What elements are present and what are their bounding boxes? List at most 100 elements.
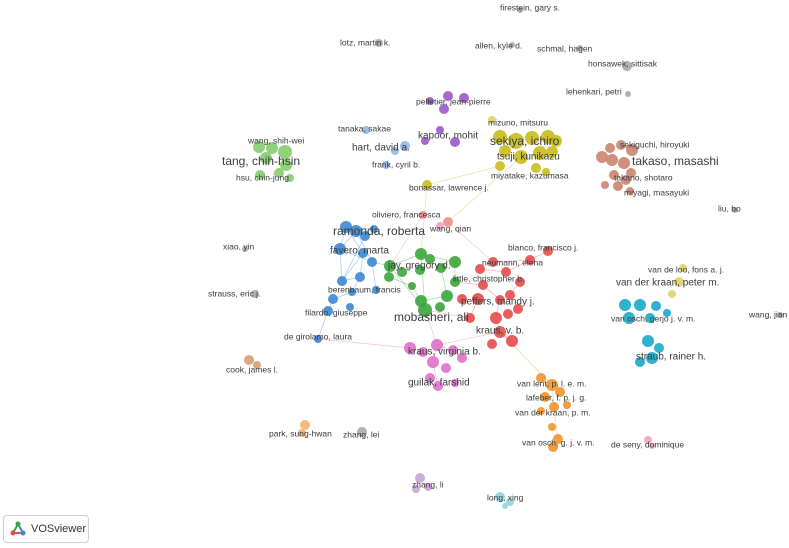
author-label-guilak[interactable]: guilak, farshid bbox=[408, 378, 470, 389]
network-node[interactable] bbox=[274, 168, 284, 178]
network-node[interactable] bbox=[375, 39, 383, 47]
network-node[interactable] bbox=[355, 272, 365, 282]
author-label-miyagi[interactable]: miyagi, masayuki bbox=[624, 187, 689, 197]
network-node[interactable] bbox=[457, 294, 467, 304]
network-node[interactable] bbox=[649, 443, 655, 449]
author-label-lotz[interactable]: lotz, martin k. bbox=[340, 37, 391, 47]
author-label-hsu[interactable]: hsu, chin-jung bbox=[236, 172, 289, 182]
author-label-park[interactable]: park, sung-hwan bbox=[269, 428, 332, 438]
network-node[interactable] bbox=[654, 343, 664, 353]
network-node[interactable] bbox=[465, 313, 475, 323]
author-label-mobasheri[interactable]: mobasheri, ali bbox=[394, 310, 469, 324]
network-node[interactable] bbox=[645, 313, 655, 323]
network-node[interactable] bbox=[622, 61, 632, 71]
network-node[interactable] bbox=[668, 290, 676, 298]
network-node[interactable] bbox=[621, 175, 631, 185]
network-node[interactable] bbox=[415, 473, 425, 483]
network-node[interactable] bbox=[451, 379, 459, 387]
author-label-strauss[interactable]: strauss, eric j. bbox=[208, 288, 260, 298]
network-node[interactable] bbox=[605, 143, 615, 153]
network-node[interactable] bbox=[424, 483, 432, 491]
network-node[interactable] bbox=[513, 304, 523, 314]
network-node[interactable] bbox=[501, 267, 511, 277]
network-node[interactable] bbox=[618, 157, 630, 169]
network-node[interactable] bbox=[334, 243, 346, 255]
network-node[interactable] bbox=[536, 373, 546, 383]
network-node[interactable] bbox=[490, 312, 502, 324]
network-node[interactable] bbox=[505, 290, 515, 300]
author-label-little[interactable]: little, christopher b. bbox=[453, 273, 524, 283]
network-node[interactable] bbox=[515, 277, 525, 287]
author-label-berenbaum[interactable]: berenbaum, francis bbox=[328, 284, 401, 294]
network-node[interactable] bbox=[601, 181, 609, 189]
author-label-wang-jian[interactable]: wang, jian bbox=[748, 309, 788, 319]
network-node[interactable] bbox=[450, 277, 460, 287]
author-label-firestein[interactable]: firestein, gary s. bbox=[500, 2, 560, 12]
network-node[interactable] bbox=[266, 142, 278, 154]
network-node[interactable] bbox=[340, 221, 352, 233]
author-label-takano[interactable]: takano, shotaro bbox=[614, 172, 673, 182]
author-label-filardo[interactable]: filardo, giuseppe bbox=[305, 307, 368, 317]
network-node[interactable] bbox=[443, 217, 453, 227]
author-label-hart[interactable]: hart, david a. bbox=[352, 143, 410, 154]
network-node[interactable] bbox=[679, 264, 687, 272]
network-node[interactable] bbox=[626, 187, 634, 195]
network-node[interactable] bbox=[436, 263, 446, 273]
network-node[interactable] bbox=[346, 303, 354, 311]
author-label-tsuji[interactable]: tsuji, kunikazu bbox=[497, 152, 560, 163]
author-label-lafeber[interactable]: lafeber, f. p. j. g. bbox=[526, 392, 586, 402]
network-node[interactable] bbox=[415, 248, 427, 260]
network-node[interactable] bbox=[495, 161, 505, 171]
network-node[interactable] bbox=[441, 290, 453, 302]
author-label-kraus-virginia[interactable]: kraus, virginia b. bbox=[408, 347, 481, 358]
network-node[interactable] bbox=[253, 361, 261, 369]
network-node[interactable] bbox=[488, 116, 496, 124]
network-node[interactable] bbox=[298, 429, 306, 437]
network-node[interactable] bbox=[278, 145, 292, 159]
author-label-kapoor[interactable]: kapoor, mohit bbox=[418, 131, 478, 142]
network-node[interactable] bbox=[425, 373, 435, 383]
author-label-frank[interactable]: frank, cyril b. bbox=[372, 159, 420, 169]
network-node[interactable] bbox=[443, 91, 453, 101]
author-label-takaso[interactable]: takaso, masashi bbox=[632, 154, 719, 168]
network-node[interactable] bbox=[436, 222, 444, 230]
author-label-vanosch-gerjo[interactable]: van osch, gerjo j. v. m. bbox=[611, 313, 695, 323]
author-label-xiao[interactable]: xiao, yin bbox=[223, 241, 254, 251]
author-label-kraus-vb[interactable]: kraus, v. b. bbox=[476, 326, 524, 337]
network-node[interactable] bbox=[314, 335, 322, 343]
network-node[interactable] bbox=[358, 248, 368, 258]
network-node[interactable] bbox=[577, 45, 583, 51]
network-node[interactable] bbox=[616, 140, 626, 150]
network-node[interactable] bbox=[260, 152, 272, 164]
network-node[interactable] bbox=[533, 146, 547, 160]
network-node[interactable] bbox=[286, 174, 294, 182]
author-label-sekiya[interactable]: sekiya, ichiro bbox=[490, 134, 560, 148]
author-label-vandeloo[interactable]: van de loo, fons a. j. bbox=[648, 264, 724, 274]
network-node[interactable] bbox=[362, 126, 370, 134]
network-node[interactable] bbox=[563, 401, 571, 409]
network-node[interactable] bbox=[242, 246, 248, 252]
network-node[interactable] bbox=[419, 211, 427, 219]
network-node[interactable] bbox=[626, 168, 636, 178]
author-label-degirolamo[interactable]: de girolamo, laura bbox=[284, 331, 352, 341]
network-node[interactable] bbox=[426, 97, 434, 105]
author-label-blanco[interactable]: blanco, francisco j. bbox=[508, 242, 578, 252]
network-node[interactable] bbox=[384, 272, 394, 282]
author-label-mizuno[interactable]: mizuno, mitsuru bbox=[488, 117, 548, 127]
network-node[interactable] bbox=[606, 154, 618, 166]
network-node[interactable] bbox=[415, 265, 425, 275]
network-node[interactable] bbox=[253, 141, 265, 153]
network-node[interactable] bbox=[323, 306, 333, 316]
network-node[interactable] bbox=[422, 180, 432, 190]
network-node[interactable] bbox=[488, 257, 498, 267]
network-node[interactable] bbox=[546, 146, 558, 158]
network-node[interactable] bbox=[732, 207, 738, 213]
network-node[interactable] bbox=[357, 427, 367, 437]
author-label-neumann[interactable]: neumann, elena bbox=[482, 257, 543, 267]
network-node[interactable] bbox=[508, 133, 524, 149]
network-node[interactable] bbox=[475, 264, 485, 274]
network-node[interactable] bbox=[509, 42, 515, 48]
author-label-long[interactable]: long, xing bbox=[487, 492, 524, 502]
vosviewer-badge[interactable]: VOSviewer bbox=[3, 515, 89, 543]
network-node[interactable] bbox=[495, 295, 505, 305]
